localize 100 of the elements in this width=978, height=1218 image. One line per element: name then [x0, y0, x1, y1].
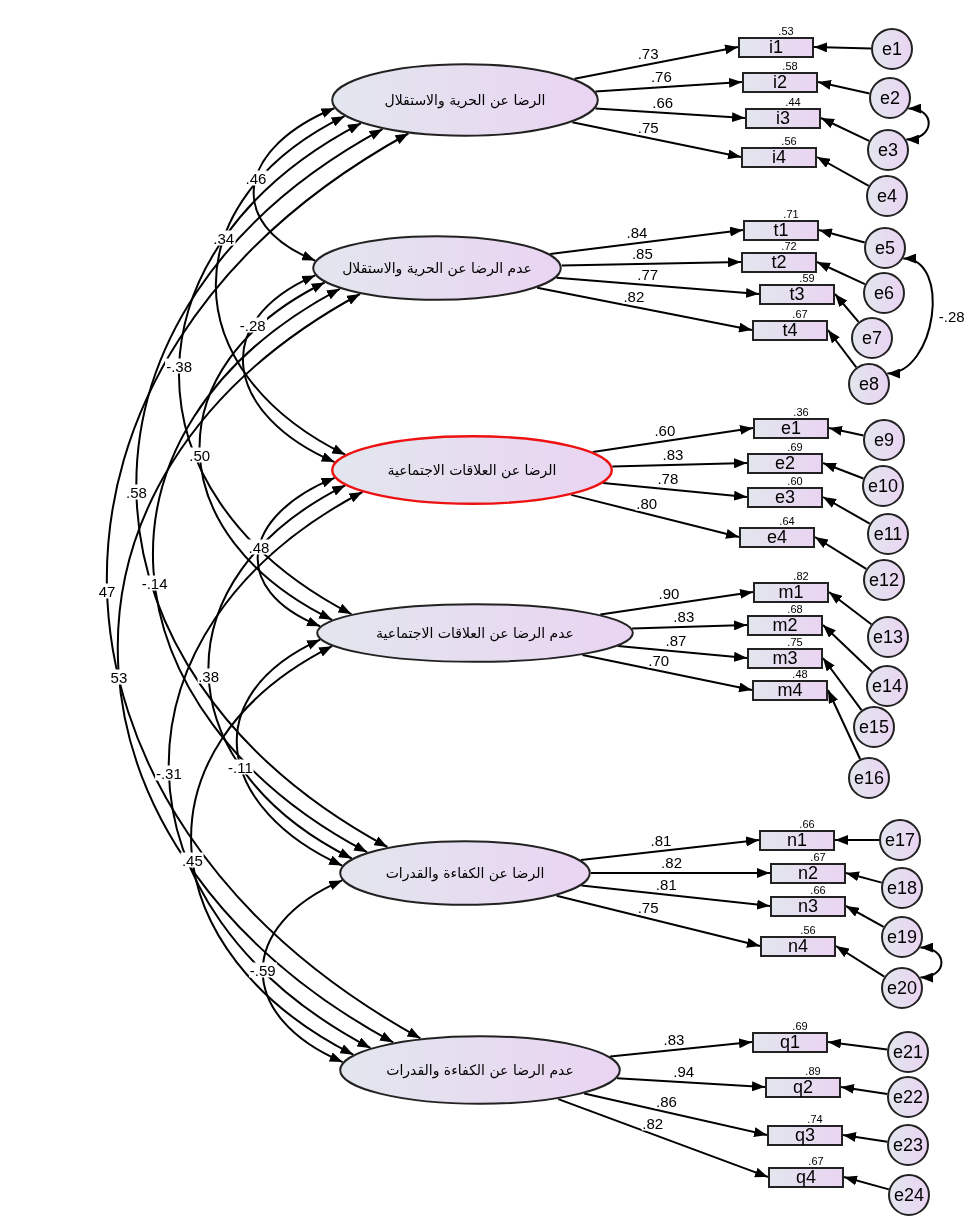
- covariance-arrow: [207, 484, 353, 860]
- latent-variable-ellipse: الرضا عن الكفاءة والقدرات: [339, 840, 591, 906]
- latent-variable-ellipse: عدم الرضا عن الحرية والاستقلال: [312, 235, 562, 301]
- error-circle: e8: [848, 363, 890, 405]
- arrow: [557, 1098, 769, 1178]
- r-squared-label: .67: [792, 308, 808, 319]
- indicator-box: q4: [768, 1166, 844, 1188]
- edge-label: 47: [97, 583, 117, 599]
- edge-label: .48: [247, 539, 271, 555]
- arrow: [828, 591, 873, 626]
- r-squared-label: .66: [799, 818, 815, 829]
- covariance-arrow: [261, 879, 344, 1064]
- indicator-box: e3: [747, 486, 823, 508]
- error-circle: e5: [864, 227, 906, 269]
- r-squared-label: .59: [799, 272, 815, 283]
- arrow: [843, 1175, 890, 1191]
- covariance-arrow: [257, 476, 336, 628]
- covariance-arrow: [117, 293, 395, 1044]
- error-circle: e12: [863, 559, 905, 601]
- r-squared-label: .69: [792, 1020, 808, 1031]
- indicator-box: e4: [739, 526, 815, 548]
- edge-label: -.38: [165, 358, 194, 374]
- arrow: [822, 496, 871, 525]
- r-squared-label: .71: [783, 208, 799, 219]
- r-squared-label: .75: [787, 636, 803, 647]
- arrow: [818, 228, 866, 244]
- error-circle: e21: [887, 1031, 929, 1073]
- error-circle: e10: [862, 465, 904, 507]
- arrow: [590, 868, 771, 878]
- r-squared-label: .36: [793, 406, 809, 417]
- indicator-box: e2: [747, 452, 823, 474]
- covariance-arrow: [105, 132, 422, 1040]
- error-circle: e16: [848, 757, 890, 799]
- arrow: [594, 77, 743, 93]
- covariance-arrow: [905, 104, 930, 144]
- error-circle: e6: [863, 272, 905, 314]
- indicator-box: i2: [742, 71, 818, 93]
- r-squared-label: .48: [792, 668, 808, 679]
- error-circle: e7: [851, 317, 893, 359]
- r-squared-label: .56: [781, 135, 797, 146]
- arrow: [827, 689, 862, 760]
- error-circle: e11: [867, 513, 909, 555]
- arrow: [560, 257, 742, 268]
- arrow: [834, 293, 860, 323]
- indicator-box: t3: [759, 283, 835, 305]
- covariance-arrow: [178, 122, 362, 616]
- error-circle: e18: [881, 867, 923, 909]
- covariance-arrow: [242, 274, 336, 464]
- arrow: [834, 835, 880, 845]
- error-circle: e19: [881, 916, 923, 958]
- arrow: [845, 871, 883, 884]
- r-squared-label: .69: [787, 441, 803, 452]
- edge-label: .58: [125, 484, 148, 500]
- indicator-box: n1: [759, 829, 835, 851]
- error-circle: e4: [866, 175, 908, 217]
- edge-label: -.31: [154, 765, 183, 781]
- r-squared-label: .89: [805, 1065, 821, 1076]
- arrow: [594, 107, 746, 123]
- arrow: [571, 121, 742, 160]
- arrow: [813, 42, 872, 53]
- arrow: [579, 836, 760, 861]
- arrow: [580, 884, 771, 910]
- arrow: [573, 44, 739, 80]
- indicator-box: t4: [752, 319, 828, 341]
- arrow: [814, 536, 868, 570]
- covariance-arrow: [135, 128, 389, 848]
- arrow: [828, 425, 865, 437]
- covariance-arrow: [252, 107, 336, 262]
- indicator-box: t2: [741, 251, 817, 273]
- edge-label: .45: [180, 852, 204, 868]
- arrow: [840, 1084, 889, 1095]
- arrow: [602, 481, 748, 501]
- arrow: [581, 654, 753, 693]
- indicator-box: i4: [741, 146, 817, 168]
- edge-label: -.28: [238, 317, 267, 333]
- error-circle: e23: [887, 1124, 929, 1166]
- r-squared-label: .44: [785, 96, 801, 107]
- arrow: [536, 286, 753, 333]
- arrow: [549, 226, 744, 255]
- arrow: [820, 117, 871, 142]
- edge-label: -.14: [140, 575, 169, 591]
- arrow: [609, 1038, 753, 1058]
- indicator-box: i3: [745, 107, 821, 129]
- indicator-box: m4: [752, 679, 828, 701]
- arrow: [631, 620, 748, 631]
- arrow: [599, 588, 754, 616]
- r-squared-label: .64: [779, 515, 795, 526]
- r-squared-label: .53: [778, 25, 794, 36]
- edge-label: -.59: [248, 962, 277, 978]
- r-squared-label: .68: [787, 603, 803, 614]
- indicator-box: m3: [747, 647, 823, 669]
- r-squared-label: .72: [781, 240, 797, 251]
- latent-variable-ellipse: الرضا عن العلاقات الاجتماعية: [331, 435, 613, 505]
- r-squared-label: .82: [793, 570, 809, 581]
- covariance-arrow: [886, 256, 934, 376]
- r-squared-label: .58: [782, 60, 798, 71]
- latent-variable-ellipse: عدم الرضا عن العلاقات الاجتماعية: [316, 603, 634, 663]
- arrow: [817, 79, 871, 95]
- arrow: [835, 945, 886, 978]
- error-circle: e20: [881, 967, 923, 1009]
